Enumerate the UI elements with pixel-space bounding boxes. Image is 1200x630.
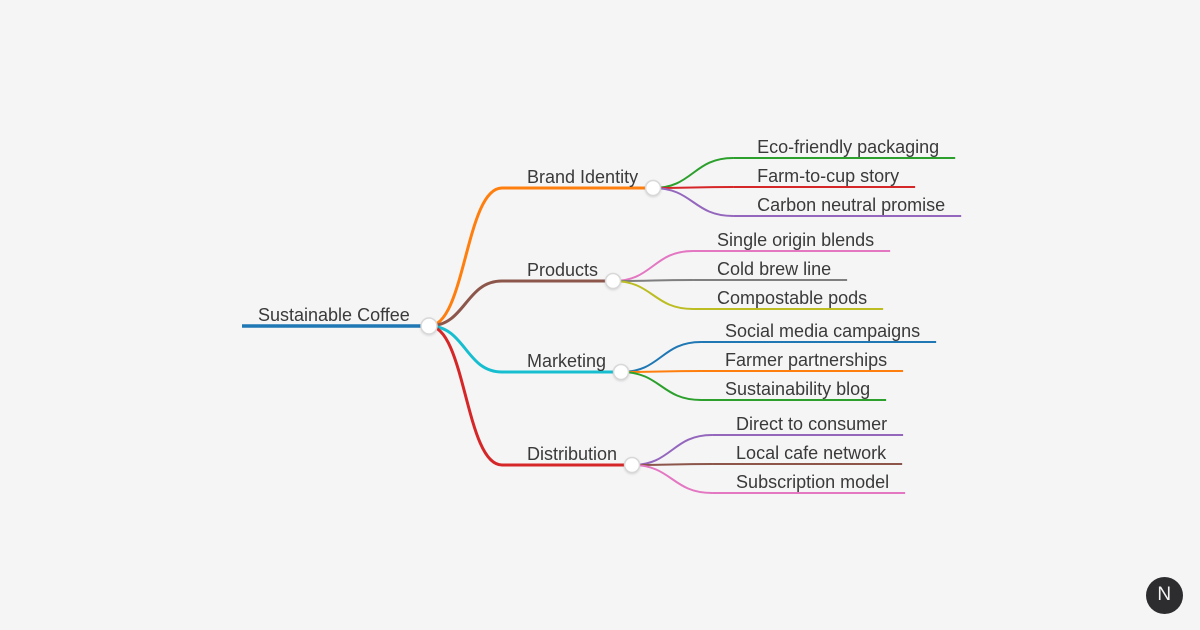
- mindmap-node-toggles: [420, 179, 662, 474]
- node-label-subscription-model: Subscription model: [736, 472, 889, 492]
- node-label-sustainability-blog: Sustainability blog: [725, 379, 870, 399]
- link-brand-identity-carbon-neutral-promise: [653, 187, 734, 217]
- brand-logo[interactable]: N: [1146, 577, 1183, 614]
- mindmap-edges: [242, 157, 962, 494]
- node-toggle-sustainable-coffee[interactable]: [420, 317, 438, 335]
- link-marketing-social-media-campaigns: [621, 341, 702, 373]
- node-label-brand-identity: Brand Identity: [527, 167, 638, 187]
- link-products-compostable-pods: [613, 280, 694, 310]
- node-label-carbon-neutral-promise: Carbon neutral promise: [757, 195, 945, 215]
- node-label-compostable-pods: Compostable pods: [717, 288, 867, 308]
- node-label-farmer-partnerships: Farmer partnerships: [725, 350, 887, 370]
- link-brand-identity-farm-to-cup-story: [653, 186, 734, 189]
- link-distribution-local-cafe-network: [632, 463, 713, 466]
- brand-logo-letter: N: [1157, 583, 1172, 605]
- link-distribution-direct-to-consumer: [632, 434, 713, 466]
- link-products-cold-brew-line: [613, 279, 694, 282]
- node-label-cold-brew-line: Cold brew line: [717, 259, 831, 279]
- node-label-local-cafe-network: Local cafe network: [736, 443, 887, 463]
- mindmap-node-labels: Sustainable Coffee Brand Identity Eco-frie…: [258, 137, 945, 492]
- link-marketing-farmer-partnerships: [621, 370, 702, 373]
- link-sustainable-coffee-products: [428, 279, 503, 328]
- node-label-sustainable-coffee: Sustainable Coffee: [258, 305, 410, 325]
- node-label-social-media-campaigns: Social media campaigns: [725, 321, 920, 341]
- node-label-products: Products: [527, 260, 598, 280]
- node-toggle-marketing[interactable]: [612, 363, 630, 381]
- link-distribution-subscription-model: [632, 464, 713, 494]
- node-toggle-distribution[interactable]: [623, 456, 641, 474]
- link-products-single-origin-blends: [613, 250, 694, 282]
- link-sustainable-coffee-distribution: [428, 324, 503, 467]
- node-label-single-origin-blends: Single origin blends: [717, 230, 874, 250]
- node-label-distribution: Distribution: [527, 444, 617, 464]
- link-sustainable-coffee-brand-identity: [428, 186, 503, 328]
- node-toggle-brand-identity[interactable]: [644, 179, 662, 197]
- node-label-marketing: Marketing: [527, 351, 606, 371]
- link-brand-identity-eco-friendly-packaging: [653, 157, 734, 189]
- link-sustainable-coffee-marketing: [428, 324, 503, 374]
- node-label-farm-to-cup-story: Farm-to-cup story: [757, 166, 899, 186]
- link-marketing-sustainability-blog: [621, 371, 702, 401]
- node-label-direct-to-consumer: Direct to consumer: [736, 414, 887, 434]
- node-toggle-products[interactable]: [604, 272, 622, 290]
- node-label-eco-friendly-packaging: Eco-friendly packaging: [757, 137, 939, 157]
